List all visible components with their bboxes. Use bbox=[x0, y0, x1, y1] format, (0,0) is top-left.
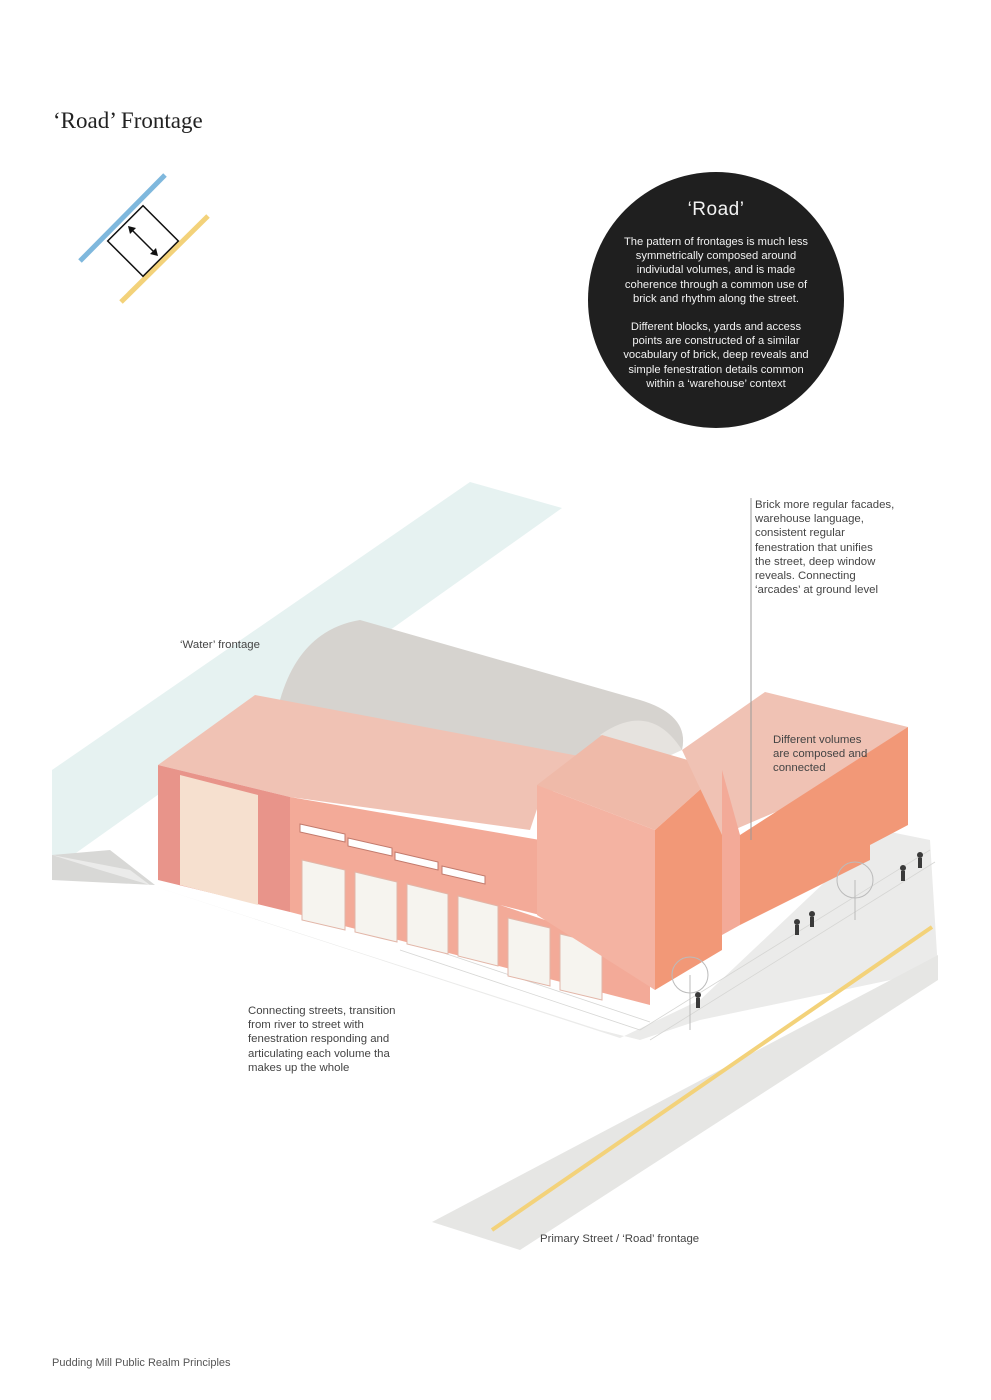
barrel-roof-end bbox=[600, 720, 682, 760]
barrel-roof bbox=[280, 620, 684, 760]
right-block-roof bbox=[682, 692, 908, 835]
info-circle-body: The pattern of frontages is much less sy… bbox=[618, 235, 814, 391]
annotation-connecting-streets: Connecting streets, transition from rive… bbox=[248, 1005, 396, 1074]
water-edge-line bbox=[78, 173, 167, 263]
road-centre-line bbox=[490, 925, 934, 1232]
info-circle: ‘Road’ The pattern of frontages is much … bbox=[588, 172, 844, 428]
footer-caption: Pudding Mill Public Realm Principles bbox=[52, 1357, 231, 1369]
annotation-primary-street: Primary Street / ‘Road’ frontage bbox=[540, 1233, 700, 1245]
pavement bbox=[52, 830, 938, 1040]
info-paragraph: The pattern of frontages is much less sy… bbox=[623, 236, 809, 305]
isometric-illustration bbox=[52, 482, 938, 1250]
tower-front bbox=[537, 785, 655, 990]
info-paragraph: Different blocks, yards and access point… bbox=[623, 321, 809, 390]
annotation-facades: Brick more regular facades, warehouse la… bbox=[755, 499, 895, 597]
right-block-side bbox=[740, 727, 908, 925]
page-title: ‘Road’ Frontage bbox=[53, 108, 203, 133]
annotation-volumes: Different volumes are composed and conne… bbox=[773, 734, 868, 775]
double-arrow-icon bbox=[128, 226, 158, 256]
annotation-water-frontage: ‘Water’ frontage bbox=[180, 639, 260, 651]
pedestrian-figures bbox=[695, 852, 923, 1008]
tower-roof bbox=[537, 735, 722, 830]
frontage-key-diagram bbox=[78, 173, 210, 304]
clerestory-windows bbox=[299, 823, 486, 885]
arcade-openings bbox=[301, 859, 603, 1001]
tower-side bbox=[655, 770, 722, 990]
info-circle-title: ‘Road’ bbox=[687, 199, 745, 220]
main-block-roof bbox=[158, 695, 600, 830]
street-trees bbox=[671, 861, 874, 1030]
right-block-front bbox=[722, 770, 740, 935]
paving-hatch bbox=[399, 849, 936, 1041]
road-edge-line bbox=[119, 214, 210, 304]
primary-street bbox=[432, 955, 938, 1250]
heritage-facade bbox=[180, 775, 258, 905]
